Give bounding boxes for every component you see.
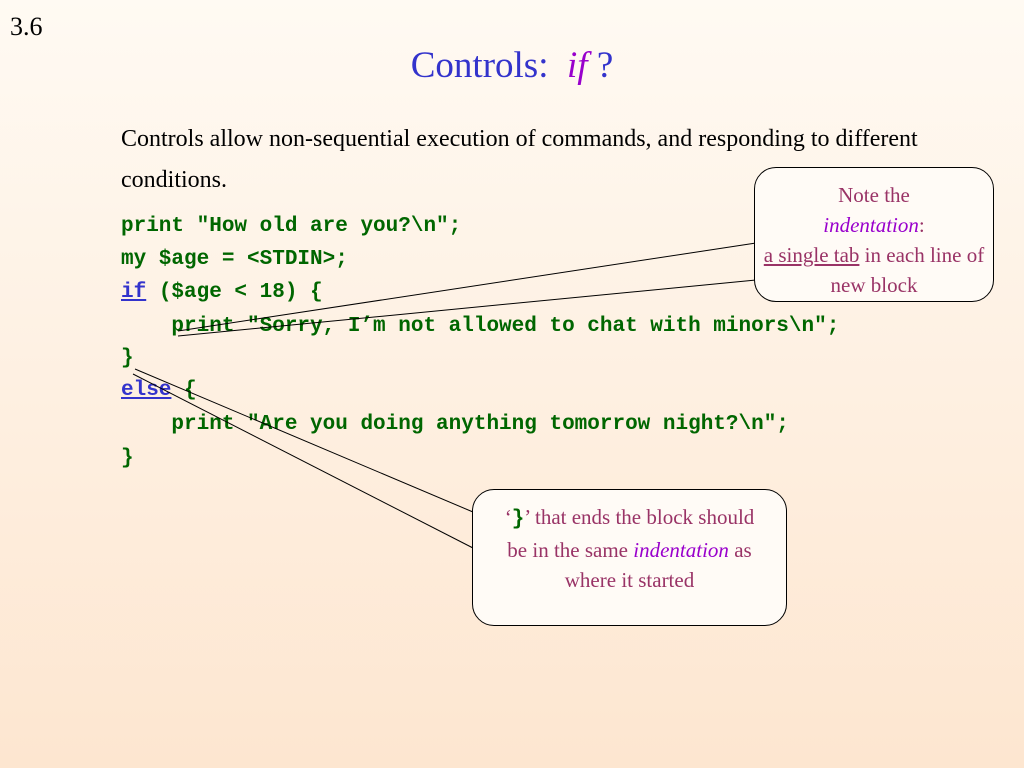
- indentation-term: indentation: [633, 538, 729, 562]
- single-tab-text: a single tab: [763, 243, 860, 267]
- indentation-pointer-line-upper: [177, 242, 757, 332]
- else-keyword: else: [121, 379, 172, 402]
- code-line-5: }: [121, 347, 134, 370]
- callout-note-line: Note the: [838, 183, 910, 207]
- brace-pointer-line-lower: [132, 373, 474, 549]
- closing-brace-symbol: }: [511, 508, 525, 531]
- brace-callout: ‘}’ that ends the block should be in the…: [472, 489, 787, 626]
- code-line-6: else {: [121, 378, 197, 404]
- indentation-term: indentation: [823, 213, 919, 237]
- code-line-3: if ($age < 18) {: [121, 280, 323, 306]
- slide-title: Controls: if ?: [0, 44, 1024, 87]
- indentation-callout: Note the indentation: a single tab in ea…: [754, 167, 994, 302]
- if-keyword: if: [121, 281, 147, 304]
- title-keyword: if: [567, 45, 588, 86]
- code-line-1: print "How old are you?\n";: [121, 215, 462, 238]
- intro-paragraph: Controls allow non-sequential execution …: [121, 126, 918, 193]
- if-condition: ($age < 18) {: [146, 281, 323, 304]
- indentation-pointer-line-lower: [177, 279, 757, 337]
- else-brace: {: [171, 379, 197, 402]
- slide-number: 3.6: [10, 12, 43, 41]
- code-line-4: print "Sorry, I’m not allowed to chat wi…: [121, 315, 840, 338]
- brace-pointer-line-upper: [134, 368, 474, 513]
- title-text: Controls:: [410, 45, 549, 86]
- code-line-2: my $age = <STDIN>;: [121, 248, 348, 271]
- code-line-7: print "Are you doing anything tomorrow n…: [121, 413, 789, 436]
- code-line-8: }: [121, 447, 134, 470]
- title-suffix: ?: [596, 45, 614, 86]
